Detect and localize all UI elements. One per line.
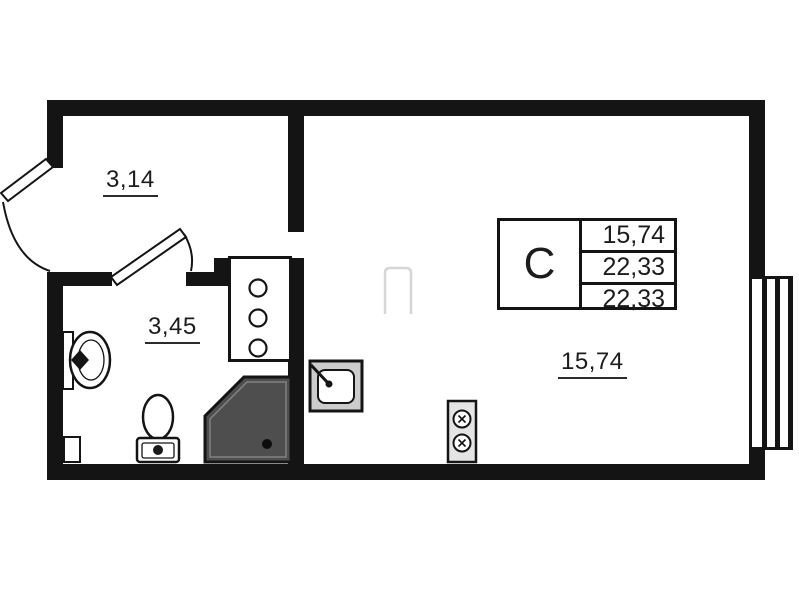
hall-area-label: 3,14 xyxy=(103,166,158,197)
ghost-fixture-icon xyxy=(383,266,413,314)
legend-table: С 15,74 22,33 22,33 xyxy=(497,218,677,313)
kitchen-sink-icon xyxy=(308,359,364,413)
wall-bottom xyxy=(47,464,765,480)
legend-values: 15,74 22,33 22,33 xyxy=(582,221,674,313)
entrance-door-icon xyxy=(0,157,55,272)
wall-right-lower xyxy=(749,450,765,464)
wall-hall-divider xyxy=(288,116,304,232)
bathroom-door-icon xyxy=(109,227,194,287)
bathroom-area-label: 3,45 xyxy=(145,313,200,344)
wall-left-lower xyxy=(47,272,63,480)
shower-icon xyxy=(203,375,293,464)
toilet-icon xyxy=(135,393,181,464)
stove-icon xyxy=(446,399,478,464)
wall-bathroom-top-right xyxy=(186,272,230,286)
legend-type-cell: С xyxy=(500,221,582,307)
wall-right-upper xyxy=(749,116,765,276)
legend-value-row: 22,33 xyxy=(602,285,665,313)
wall-bathroom-top-left xyxy=(63,272,112,286)
bathroom-sink-icon xyxy=(62,330,112,390)
wall-shaft-stub xyxy=(214,258,230,272)
wall-top xyxy=(47,100,765,116)
legend-value-row: 15,74 xyxy=(582,221,674,253)
wall-left-upper xyxy=(47,100,63,168)
wall-niche xyxy=(63,436,81,463)
legend-value-row: 22,33 xyxy=(582,253,674,285)
ventilation-shaft-icon xyxy=(228,256,292,362)
living-area-label: 15,74 xyxy=(558,348,627,379)
window-icon xyxy=(749,276,793,450)
